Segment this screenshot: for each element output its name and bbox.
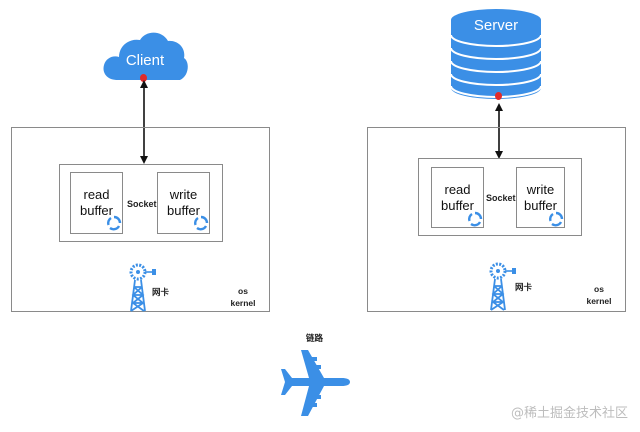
write-buffer-label-1: write	[169, 187, 198, 202]
refresh-icon	[194, 215, 209, 231]
server-label: Server	[473, 17, 519, 34]
read-buffer-label-2: buffer	[79, 203, 113, 218]
server-link-arrow	[495, 103, 503, 159]
os-label: os	[238, 286, 248, 296]
airplane-icon	[281, 350, 350, 416]
server-os-kernel-label: os kernel	[584, 283, 614, 307]
client-nic-label: 网卡	[152, 287, 170, 297]
cloud-icon	[103, 32, 188, 80]
refresh-icon	[107, 215, 122, 231]
server-connector-dot	[495, 92, 502, 100]
kernel-label: kernel	[230, 298, 256, 308]
read-buffer-label-1: read	[83, 187, 110, 202]
database-icon	[450, 9, 542, 99]
nic-antenna-icon	[129, 263, 156, 312]
client-label: Client	[125, 52, 165, 69]
client-socket-box	[59, 164, 223, 242]
nic-antenna-icon	[489, 262, 516, 311]
watermark: @稀土掘金技术社区	[510, 406, 628, 421]
server-nic-label: 网卡	[515, 282, 533, 292]
link-label: 链路	[306, 333, 324, 343]
server-socket-box	[418, 158, 582, 236]
client-socket-label: Socket	[127, 199, 157, 209]
write-buffer-label-2: buffer	[166, 203, 200, 218]
refresh-icon	[468, 211, 483, 227]
read-buffer-label-1: read	[444, 182, 471, 197]
client-connector-dot	[140, 74, 147, 82]
write-buffer-label-1: write	[526, 182, 555, 197]
server-socket-label: Socket	[486, 193, 516, 203]
server-os-kernel-box	[367, 127, 626, 312]
client-link-arrow	[140, 80, 148, 164]
refresh-icon	[549, 211, 564, 227]
read-buffer-label-2: buffer	[440, 198, 474, 213]
kernel-label: kernel	[586, 296, 612, 306]
client-os-kernel-label: os kernel	[228, 285, 258, 309]
write-buffer-label-2: buffer	[523, 198, 557, 213]
os-label: os	[594, 284, 604, 294]
client-os-kernel-box	[11, 127, 270, 312]
